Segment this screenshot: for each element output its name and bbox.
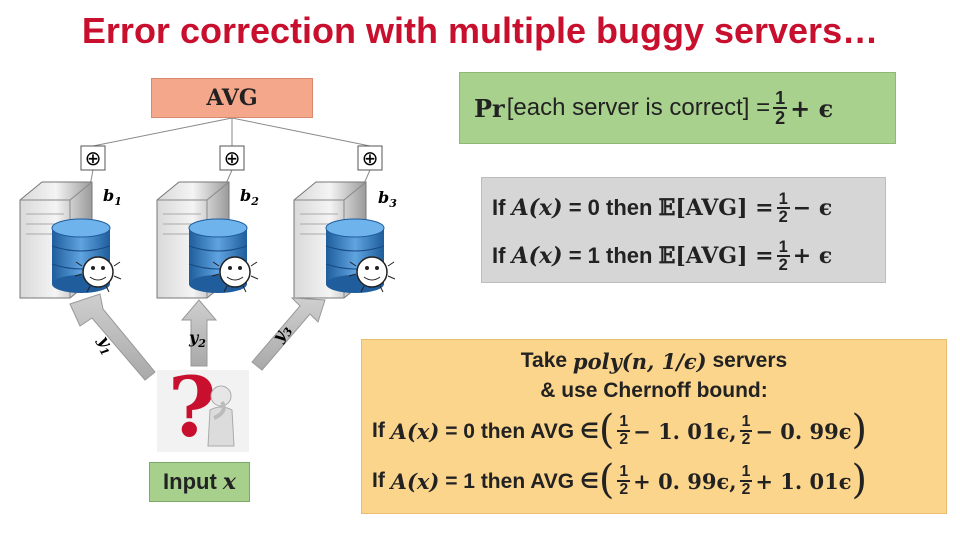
take-line: Take poly(n, 1/ϵ) servers	[520, 348, 788, 374]
server-2-icon	[156, 181, 259, 299]
half-fraction: 1 2	[773, 88, 788, 128]
chernoff-line: & use Chernoff bound:	[540, 379, 768, 402]
arrow-y2-icon	[180, 299, 218, 367]
thinking-person-icon: ?	[157, 360, 249, 456]
xor-symbol-2: ⊕	[224, 146, 241, 170]
input-variable: x	[222, 469, 236, 495]
epsilon-tail: + ϵ	[790, 93, 834, 123]
avg-box: AVG	[151, 78, 313, 118]
slide-title: Error correction with multiple buggy ser…	[81, 10, 879, 51]
b3-label: b3	[378, 188, 397, 210]
xor-gate-3: ⊕	[357, 145, 383, 171]
b1-label: b1	[103, 186, 122, 208]
probability-box: Pr [each server is correct] = 1 2 + ϵ	[459, 72, 896, 144]
input-label: Input	[163, 469, 217, 494]
y2-label: y2	[188, 328, 206, 350]
xor-symbol-1: ⊕	[85, 146, 102, 170]
pr-operator: Pr	[474, 93, 505, 123]
bug-face-3-icon	[348, 256, 396, 293]
bug-face-1-icon	[74, 256, 122, 293]
arrow-y3-icon	[251, 297, 326, 371]
probability-text: [each server is correct] =	[506, 94, 771, 121]
server-3-icon	[293, 181, 396, 299]
xor-symbol-3: ⊕	[362, 146, 379, 170]
b2-label: b2	[240, 186, 259, 208]
server-diagram: ⊕ ⊕ ⊕ b1 b2 b3	[19, 117, 397, 456]
chernoff-box: Take poly(n, 1/ϵ) servers & use Chernoff…	[361, 339, 947, 514]
arrow-y1-icon	[69, 293, 156, 381]
server-1-icon	[19, 181, 122, 299]
xor-gate-2: ⊕	[219, 145, 245, 171]
bug-face-2-icon	[211, 256, 259, 293]
input-box: Input x	[149, 462, 250, 502]
xor-gate-1: ⊕	[80, 145, 106, 171]
